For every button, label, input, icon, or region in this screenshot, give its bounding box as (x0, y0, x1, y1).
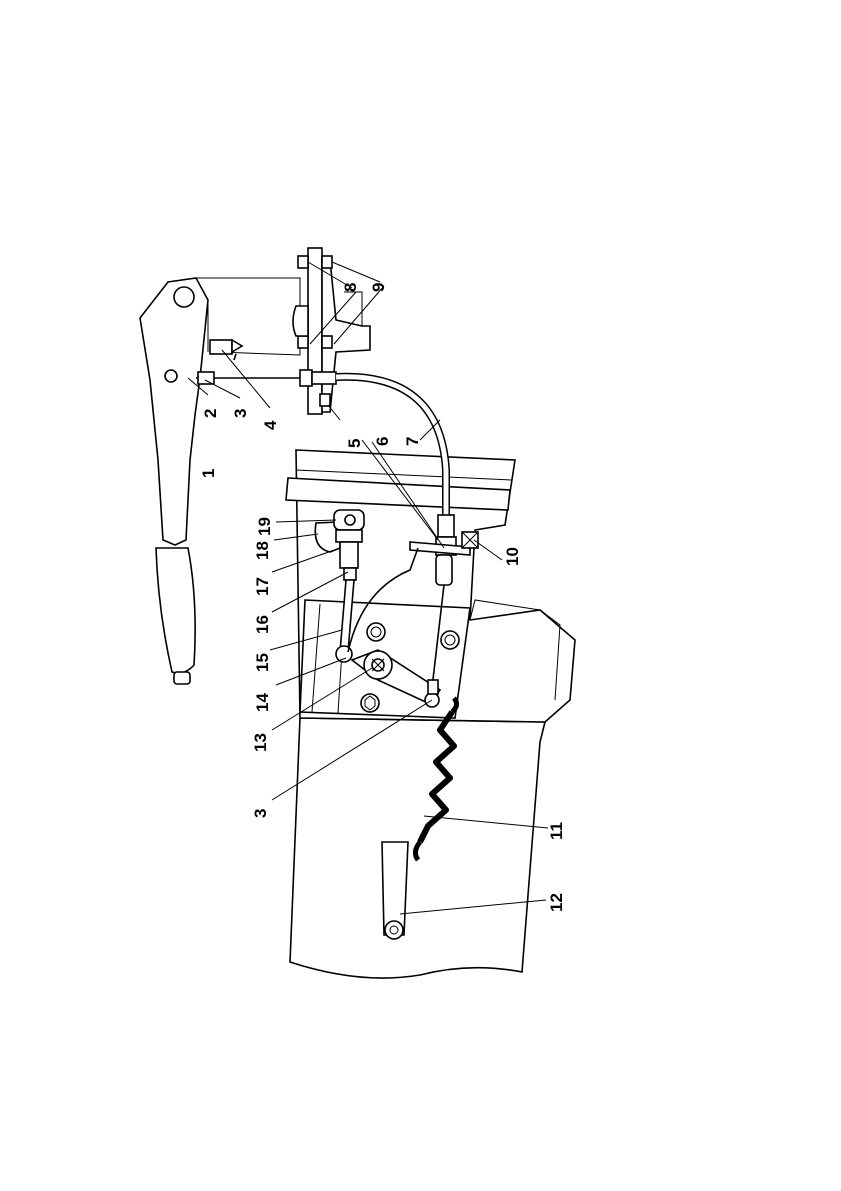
callout-15: 15 (253, 653, 272, 672)
callout-5: 5 (345, 439, 364, 448)
callout-14: 14 (253, 693, 272, 712)
callout-12: 12 (547, 893, 566, 912)
spring-anchor-bracket (382, 842, 408, 939)
callout-6: 6 (373, 437, 392, 446)
callout-1: 1 (199, 469, 218, 478)
callout-8: 8 (341, 283, 360, 292)
callout-3b: 3 (251, 809, 270, 818)
callout-4: 4 (261, 420, 280, 430)
callout-16: 16 (253, 615, 272, 634)
callout-11: 11 (547, 822, 566, 840)
callout-9: 9 (369, 283, 388, 292)
callout-10: 10 (503, 547, 522, 566)
lever-bracket (196, 278, 300, 360)
callout-7: 7 (403, 437, 422, 446)
callout-18: 18 (253, 541, 272, 560)
callout-2: 2 (201, 409, 220, 418)
hand-brake-lever (140, 278, 208, 684)
callout-19: 19 (255, 517, 274, 536)
callout-13: 13 (251, 733, 270, 752)
callout-17: 17 (253, 577, 272, 596)
callout-3a: 3 (231, 409, 250, 418)
